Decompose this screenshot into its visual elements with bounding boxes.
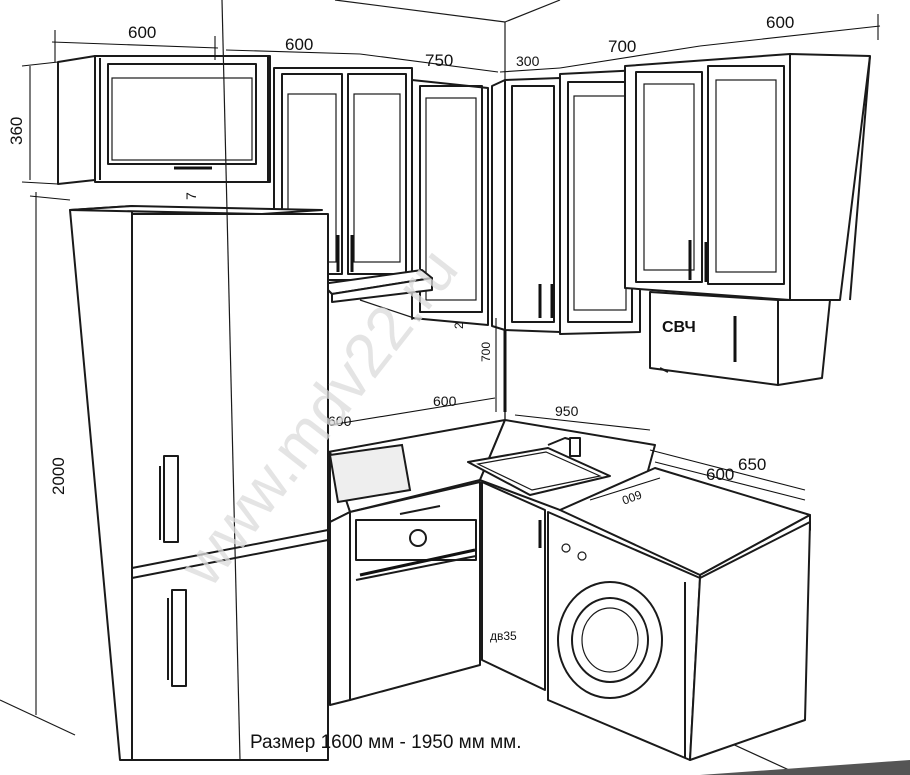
washing-machine xyxy=(547,511,811,761)
dim-counter-depth-outer: 650 xyxy=(738,455,766,474)
dim-counter-left: 600 xyxy=(433,393,457,409)
dim-counter-depth-inner: 600 xyxy=(706,465,734,484)
upper-cabinet-right-2 xyxy=(624,53,791,301)
upper-cabinet-corner xyxy=(491,77,561,333)
fridge xyxy=(69,0,329,761)
microwave xyxy=(649,291,831,386)
lower-cabinet-left xyxy=(329,481,481,706)
dim-counter-side: 600 xyxy=(620,487,644,507)
floor-shadow xyxy=(700,760,910,775)
upper-cabinet-end xyxy=(789,53,871,301)
dim-upper-right-2: 600 xyxy=(766,13,794,32)
dim-upper-left-width: 600 xyxy=(128,23,156,42)
dimension-lines xyxy=(21,14,881,715)
upper-cabinet-left xyxy=(57,55,271,185)
caption: Размер 1600 мм - 1950 мм мм. xyxy=(250,732,522,753)
dim-backsplash-height: 700 xyxy=(479,342,493,362)
dim-backsplash-mark: 2 xyxy=(452,322,466,329)
dim-gap: 7 xyxy=(183,192,199,200)
dishwasher-label: дв35 xyxy=(490,629,517,643)
dim-upper-height: 360 xyxy=(7,117,26,145)
countertop-left xyxy=(327,419,506,523)
lower-cabinet-corner xyxy=(481,481,546,691)
dim-upper-top-2: 750 xyxy=(425,51,453,70)
dim-counter-depth-left: 600 xyxy=(328,413,352,429)
upper-cabinet-middle-2 xyxy=(411,79,489,326)
dim-upper-top-1: 600 xyxy=(285,35,313,54)
dim-upper-right-1: 700 xyxy=(608,37,636,56)
dim-upper-corner: 300 xyxy=(516,53,540,69)
dim-counter-sink: 950 xyxy=(555,403,579,419)
dim-fridge-height: 2000 xyxy=(49,457,68,495)
microwave-label: СВЧ xyxy=(662,319,696,336)
cooktop xyxy=(328,443,412,504)
